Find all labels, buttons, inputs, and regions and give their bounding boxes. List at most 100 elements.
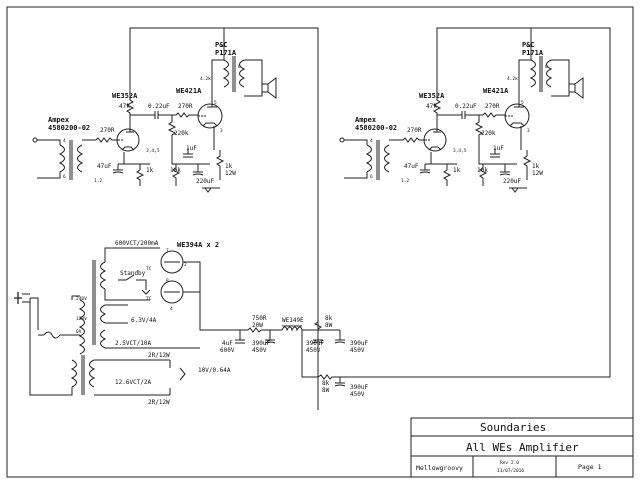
capacitor-label: 47uF [404,163,419,170]
output-transformer-label: P&C [215,41,228,49]
output-transformer-secondary [239,59,246,88]
capacitor-label: 1uF [493,145,504,152]
input-transformer-part: 4580200-02 [355,124,397,132]
ground-icon [204,187,212,193]
capacitor-label: 450V [252,347,267,354]
capacitor-label: 220uF [196,178,214,185]
resistor-label: 12W [225,170,236,177]
mains-plug-icon [14,292,22,304]
plate-resistor [125,95,135,120]
input-transformer-part: 4580200-02 [48,124,90,132]
sheet-border [6,6,634,478]
pin-label: TC [146,266,152,272]
capacitor-label: 4uF [222,340,233,347]
filament-label: 2.5VCT/10A [115,340,152,347]
pin-label: 8 [545,64,548,70]
author-name: Mellowgroovy [416,464,463,472]
resistor-label: 220k [174,130,189,137]
capacitor-label: 450V [350,391,365,398]
resistor-label: 8k [322,380,330,387]
pin-label: 1,2 [94,178,102,184]
capacitor-label: 390uF [350,384,368,391]
revision-label: Rev 2.0 [500,460,519,466]
tap-label: 240V [76,296,87,302]
output-transformer-label: P&C [522,41,535,49]
tap-label: 0V [76,329,82,335]
resistor-label: 1k [225,163,233,170]
pin-label: 4 [63,138,66,144]
pt-hv-label: 600VCT/200mA [115,240,159,247]
driver-tube [116,128,140,152]
output-transformer-part: P171A [215,49,237,57]
output-transformer-primary [222,59,229,88]
pin-label: 3 [220,128,223,134]
resistor-label: 8W [325,322,333,329]
pin-label: TC [146,296,152,302]
filament-label: 12.6VCT/2A [115,379,152,386]
capacitor-label: 450V [306,347,321,354]
input-transformer-label: Ampex [355,116,377,124]
capacitor-label: 0.22uF [148,103,170,110]
input-transformer-secondary [77,144,84,173]
choke-label: WE149E [282,317,304,324]
capacitor-label: 390uF [252,340,270,347]
pin-label: 4 [170,306,173,312]
capacitor-label: 47uF [97,163,112,170]
capacitor-label: 220uF [503,178,521,185]
capacitor-label: 450V [350,347,365,354]
standby-switch [118,274,135,281]
pt-primary [78,299,85,355]
title-block: Soundaries All WEs Amplifier Mellowgroov… [410,417,634,478]
channel-left: 4 6 1,2 Ampex 4580200-02 270R WE352A 3,4… [32,27,319,410]
driver-tube-label: WE352A [112,92,138,100]
resistor-label: 12W [532,170,543,177]
resistor-label: 270R [407,127,422,134]
pin-label: 4 [370,138,373,144]
speaker-cone [267,77,277,99]
capacitor-label: 1uF [186,145,197,152]
page-label: Page 1 [578,463,602,471]
resistor-label: 1k [146,167,154,174]
company-name: Soundaries [480,421,546,434]
grid-resistor [167,115,177,150]
resistor-label: 750R [252,315,267,322]
capacitor-label: 600V [220,347,235,354]
resistor-label: 8W [322,387,330,394]
speaker-icon [261,83,269,93]
filament-output-label: 10V/0.64A [198,367,231,374]
rectifier-label: WE394A x 2 [177,241,219,249]
resistor-label: 220k [481,130,496,137]
input-transformer-primary [58,144,65,173]
pin-label: 3 [527,128,530,134]
input-transformer-label: Ampex [48,116,70,124]
capacitor-label: 390uF [350,340,368,347]
capacitor-label: 0.22uF [455,103,477,110]
pin-label: 4.2k [507,76,518,82]
pin-label: 7 [166,248,169,254]
ground-icon [511,187,519,193]
resistor-label: 1k [453,167,461,174]
output-tube-label: WE421A [176,87,202,95]
pin-label: 4.2k [200,76,211,82]
output-tube-label: WE421A [483,87,509,95]
speaker-icon [568,83,576,93]
pin-label: 3,4,5 [146,148,160,154]
resistor-label: 270R [100,127,115,134]
resistor-label: 47k [119,103,130,110]
schematic-title: All WEs Amplifier [466,441,579,454]
channel-right: 4 6 1,2 Ampex 4580200-02 270R WE352A 3,4… [339,27,609,193]
resistor-label: 270R [178,103,193,110]
pt-hv-secondary [100,261,107,290]
capacitor-label: 390uF [306,340,324,347]
resistor-label: 2R/12W [148,399,170,406]
bplus-rail-right [340,27,611,378]
pin-label: 6 [370,174,373,180]
power-supply: 240V 120V 0V 600VCT/200mA Standby 6.3V/4… [14,240,368,406]
resistor-label: 1k [532,163,540,170]
output-transformer-part: P171A [522,49,544,57]
standby-label: Standby [120,270,146,277]
driver-tube-label: WE352A [419,92,445,100]
grid-stopper-resistor [82,137,118,143]
